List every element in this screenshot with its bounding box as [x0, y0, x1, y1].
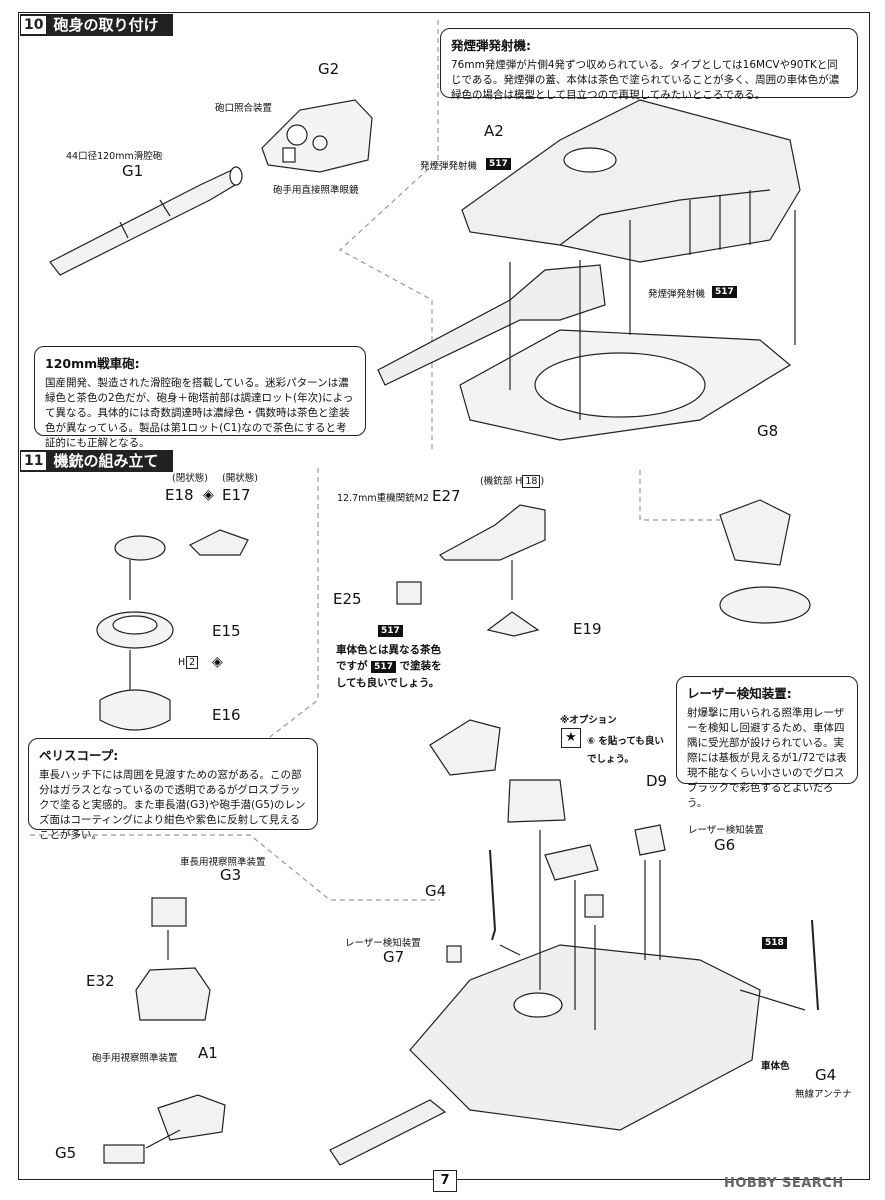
- step-11-header: 11 機銃の組み立て: [20, 450, 173, 472]
- mg-name-caption: 12.7mm重機関銃M2: [337, 493, 429, 504]
- paint-code-517-c: 517: [378, 625, 403, 637]
- part-e25-label: E25: [333, 590, 362, 608]
- part-e27-label: E27: [432, 487, 461, 505]
- part-g2-label: G2: [318, 60, 340, 78]
- note-smoke-body: 76mm発煙弾が片側4発ずつ収められている。タイプとしては16MCVや90TKと…: [451, 59, 840, 101]
- part-g5-label: G5: [55, 1144, 77, 1162]
- part-g4-label-a: G4: [425, 882, 447, 900]
- smoke-launcher-caption-2: 発煙弾発射機: [648, 289, 706, 300]
- hull: [329, 944, 761, 1166]
- note-120mm-gun: 120mm戦車砲: 国産開発、製造された滑腔砲を搭載している。迷彩パターンは濃緑…: [34, 346, 366, 449]
- paint-note-b-post: で塗装を: [399, 660, 442, 672]
- turret-a2: [461, 99, 801, 263]
- laser-caption-2: レーザー検知装置: [345, 938, 421, 949]
- barrel-caption: 44口径120mm滑腔砲: [66, 151, 163, 162]
- part-g4-label-b: G4: [815, 1066, 837, 1084]
- note-smoke-title: 発煙弾発射機:: [451, 38, 531, 53]
- paint-note-b-pre: ですが: [336, 660, 368, 672]
- paint-note-c: しても良いでしょう。: [336, 677, 440, 689]
- muzzle-ref-caption: 砲口照合装置: [215, 103, 273, 114]
- part-e32-label: E32: [86, 972, 115, 990]
- cmd-sight-caption: 車長用視察照準装置: [180, 857, 266, 868]
- paint-note: 車体色とは異なる茶色 ですが 517 で塗装を しても良いでしょう。: [336, 642, 442, 691]
- paint-code-517-a: 517: [486, 158, 511, 170]
- part-g1-label: G1: [122, 162, 144, 180]
- step-10-title: 砲身の取り付け: [53, 16, 159, 34]
- smoke-launcher-caption-1: 発煙弾発射機: [420, 161, 478, 172]
- turret-ring-g8: [459, 329, 792, 441]
- toggle-icon-a: ◈: [203, 487, 214, 503]
- part-e19-label: E19: [573, 620, 602, 638]
- star-icon: ★: [561, 728, 581, 748]
- option-title: ※オプション: [560, 715, 617, 726]
- paint-note-a: 車体色とは異なる茶色: [336, 644, 441, 656]
- step-10-number: 10: [20, 15, 48, 35]
- barrel-g1: [49, 166, 243, 276]
- part-g6-label: G6: [714, 836, 736, 854]
- note-laser-detector: レーザー検知装置: 射爆撃に用いられる照準用レーザーを検知し回避するため、車体四…: [676, 676, 858, 809]
- part-d9-label: D9: [646, 772, 668, 790]
- note-periscope-title: ペリスコープ:: [39, 748, 119, 763]
- note-laser-title: レーザー検知装置:: [687, 686, 792, 701]
- step-11-title: 機銃の組み立て: [53, 452, 159, 470]
- note-gun-body: 国産開発、製造された滑腔砲を搭載している。迷彩パターンは濃緑色と茶色の2色だが、…: [45, 377, 354, 449]
- part-g7-label: G7: [383, 948, 405, 966]
- closed-state-caption: (閉状態): [172, 473, 208, 484]
- step-11-number: 11: [20, 451, 48, 471]
- hatch-e18: [114, 535, 166, 561]
- part-e16-label: E16: [212, 706, 241, 724]
- open-state-caption: (開状態): [222, 473, 258, 484]
- gunner-view-caption: 砲手用視察照準装置: [92, 1053, 178, 1064]
- part-e15-label: E15: [212, 622, 241, 640]
- body-color-caption: 車体色: [761, 1061, 790, 1072]
- part-a2-label: A2: [484, 122, 504, 140]
- paint-code-518: 518: [762, 937, 787, 949]
- note-periscope: ペリスコープ: 車長ハッチ下には周囲を見渡すための窓がある。この部分はガラスとな…: [28, 738, 318, 841]
- part-g8-label: G8: [757, 422, 779, 440]
- note-smoke-launcher: 発煙弾発射機: 76mm発煙弾が片側4発ずつ収められている。タイプとしては16M…: [440, 28, 858, 101]
- note-gun-title: 120mm戦車砲:: [45, 356, 140, 371]
- watermark: HOBBY SEARCH: [724, 1176, 844, 1191]
- laser-caption-1: レーザー検知装置: [688, 825, 764, 836]
- part-e17-label: E17: [222, 486, 251, 504]
- gunner-sight-caption: 砲手用直接照準眼鏡: [273, 185, 359, 196]
- note-laser-body: 射爆撃に用いられる照準用レーザーを検知し回避するため、車体四隅に受光部が設けられ…: [687, 707, 847, 809]
- radio-antenna-caption: 無線アンテナ: [795, 1089, 852, 1100]
- note-periscope-body: 車長ハッチ下には周囲を見渡すための窓がある。この部分はガラスとなっているので透明…: [39, 769, 306, 841]
- option-text: ⑥ を貼っても良いでしょう。: [587, 736, 664, 765]
- step-10-header: 10 砲身の取り付け: [20, 14, 173, 36]
- paint-code-517-b: 517: [712, 286, 737, 298]
- part-a1-label: A1: [198, 1044, 218, 1062]
- page-number: 7: [433, 1170, 457, 1192]
- paint-code-517-d: 517: [371, 661, 396, 673]
- mantlet-g2: [261, 99, 373, 173]
- toggle-icon-b: ◈: [212, 654, 223, 670]
- part-g3-label: G3: [220, 866, 242, 884]
- part-e18-label: E18: [165, 486, 194, 504]
